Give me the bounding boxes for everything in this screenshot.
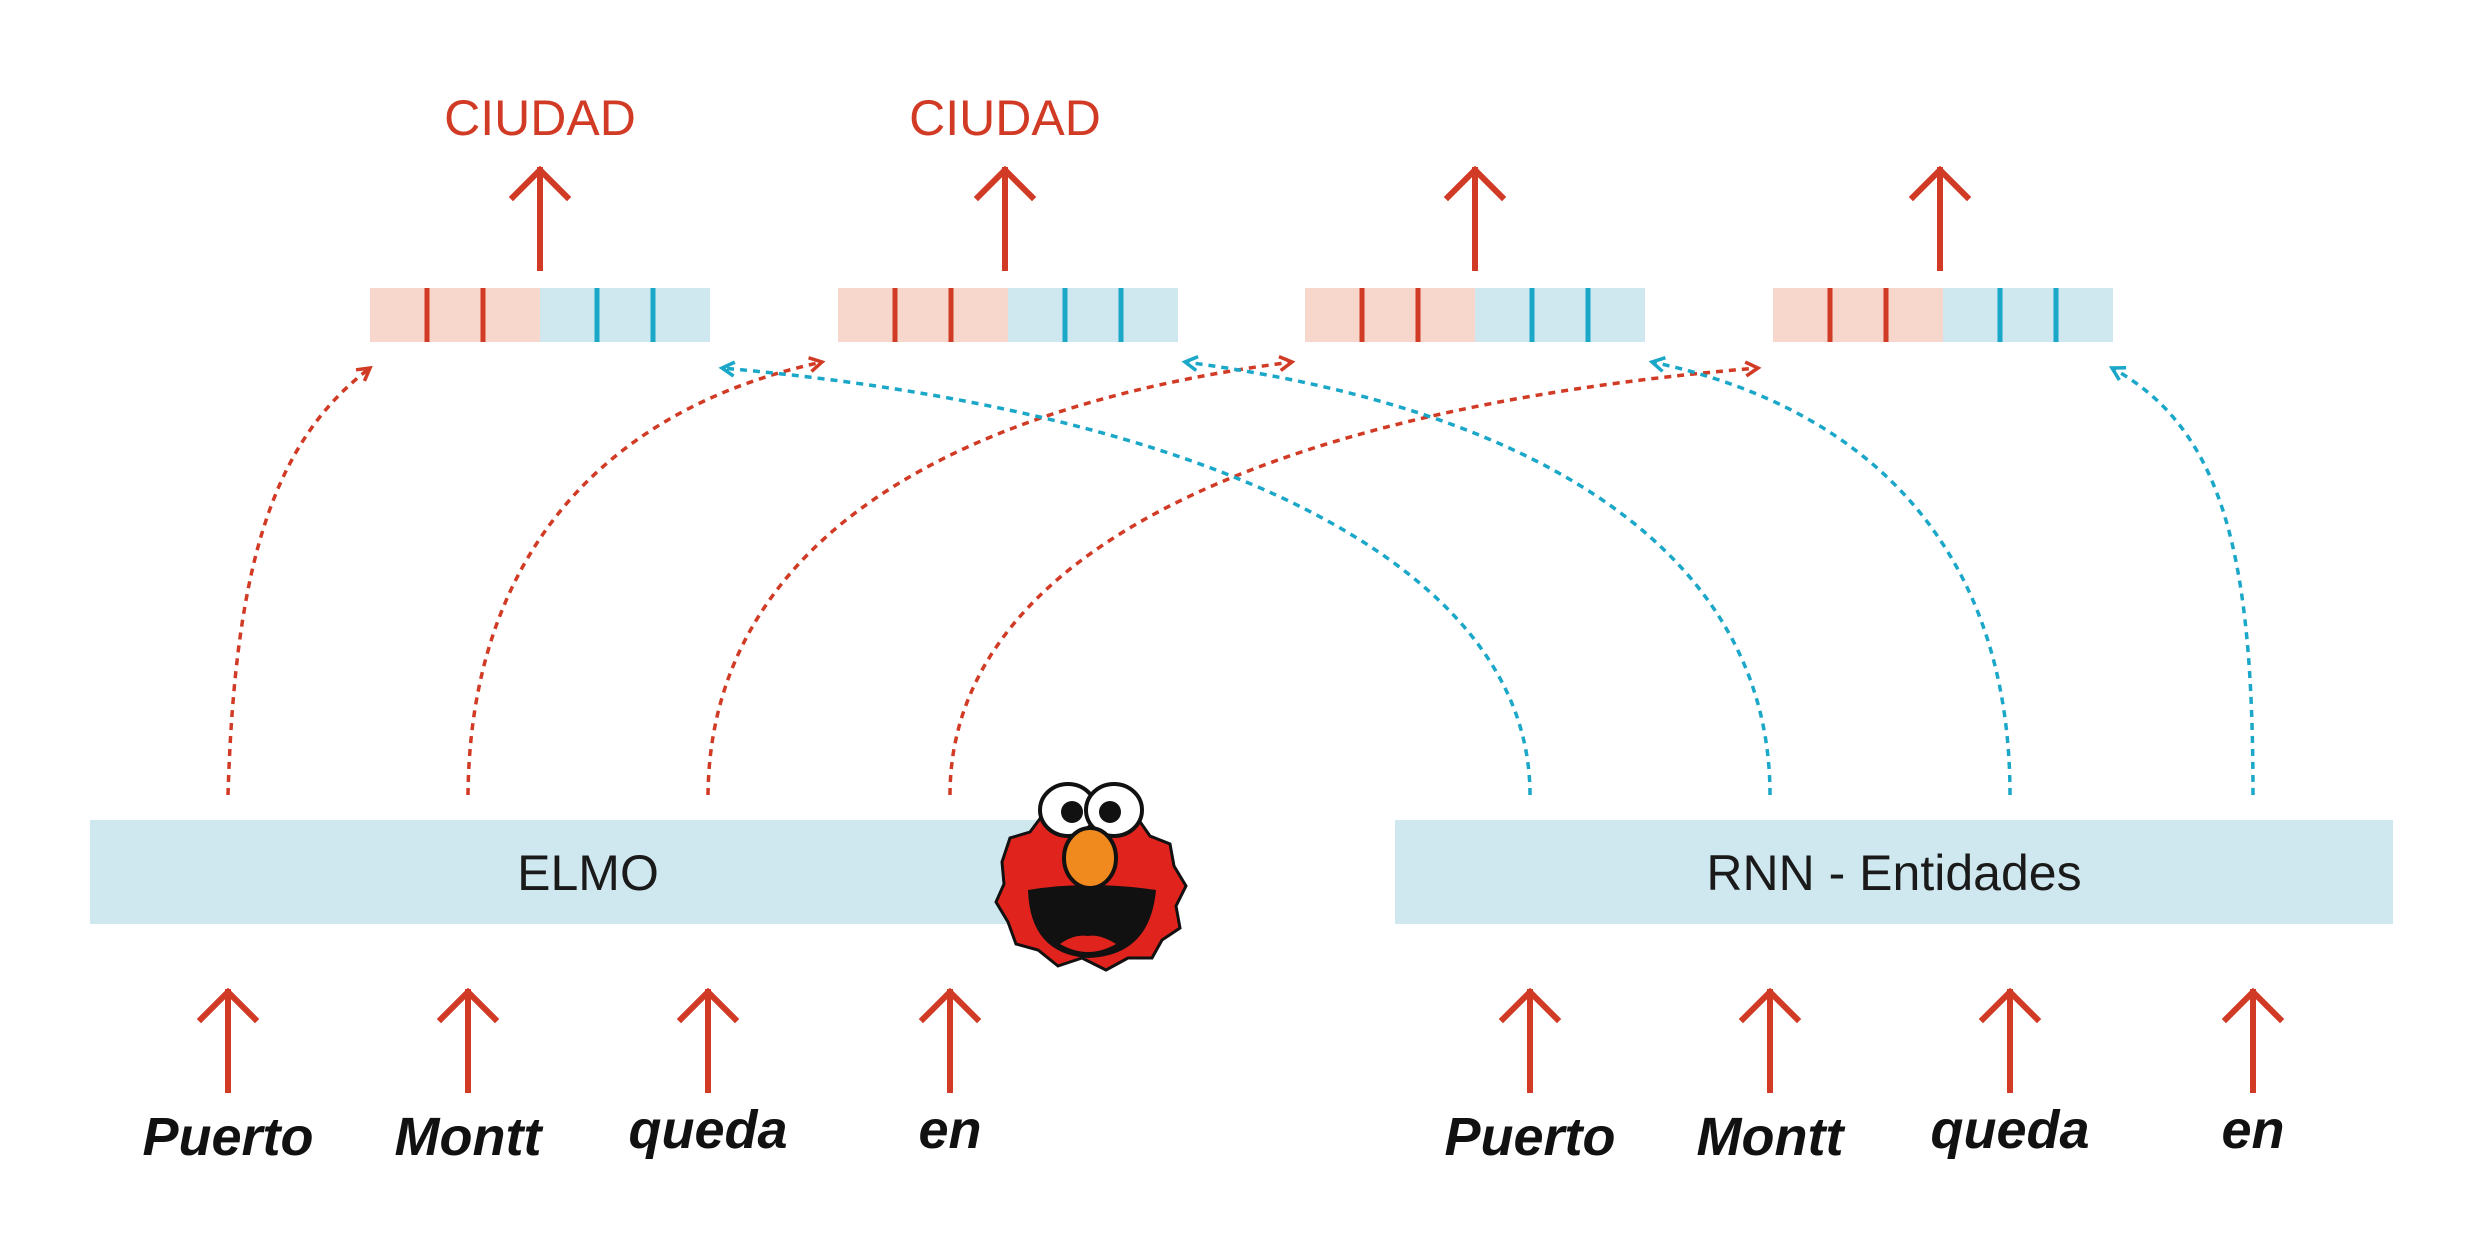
output-arrow-1 [508,165,572,271]
rnn-connector-4 [2108,366,2255,796]
output-arrow-3 [1443,165,1507,271]
elmo-box-label: ELMO [517,845,659,901]
rnn-word-4: en [2221,1100,2284,1160]
elmo-connector-2 [466,356,826,796]
vector-3 [1305,288,1645,342]
rnn-input-arrow-1 [1498,987,1562,1093]
elmo-input-arrow-4 [918,987,982,1093]
output-arrows [508,165,1972,271]
output-label-1: CIUDAD [444,90,636,146]
elmo-connectors [226,355,1762,796]
rnn-connectors [718,355,2255,796]
rnn-input-arrows [1498,987,2285,1093]
vector-2 [838,288,1178,342]
rnn-input-arrow-2 [1738,987,1802,1093]
output-arrow-2 [973,165,1037,271]
rnn-input-arrow-4 [2221,987,2285,1093]
rnn-input-arrow-3 [1978,987,2042,1093]
elmo-word-2: Montt [395,1107,544,1167]
elmo-connector-3 [706,355,1296,796]
elmo-box [90,820,1102,924]
elmo-word-1: Puerto [142,1107,313,1167]
rnn-box [1395,820,2393,924]
rnn-connector-2 [1181,355,1772,796]
vector-4 [1773,288,2113,342]
rnn-word-3: queda [1930,1100,2089,1160]
rnn-word-2: Montt [1697,1107,1846,1167]
elmo-word-4: en [918,1100,981,1160]
elmo-connector-1 [226,365,373,796]
rnn-connector-3 [1648,356,2012,796]
elmo-input-arrow-1 [196,987,260,1093]
output-label-2: CIUDAD [909,90,1101,146]
rnn-word-1: Puerto [1444,1107,1615,1167]
elmo-input-arrows [196,987,982,1093]
output-arrow-4 [1908,165,1972,271]
rnn-connector-1 [718,360,1532,796]
rnn-box-label: RNN - Entidades [1706,845,2081,901]
elmo-face-icon [994,782,1188,972]
elmo-word-3: queda [628,1100,787,1160]
elmo-input-arrow-2 [436,987,500,1093]
vector-1 [370,288,710,342]
elmo-connector-4 [948,360,1762,796]
elmo-input-arrow-3 [676,987,740,1093]
